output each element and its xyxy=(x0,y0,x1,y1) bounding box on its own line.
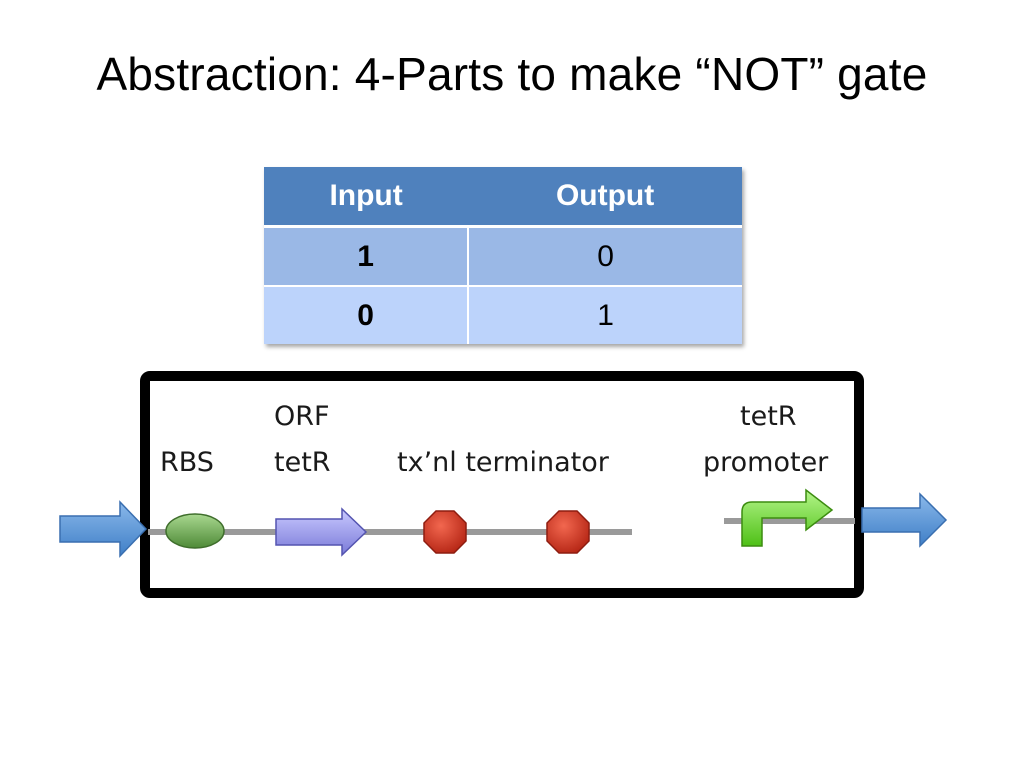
orf-gene-label: tetR xyxy=(274,447,331,478)
input-arrow-icon xyxy=(59,500,148,558)
orf-label: ORF xyxy=(274,401,330,432)
input-cell: 0 xyxy=(264,285,470,344)
table-header-row: Input Output xyxy=(264,167,742,228)
output-cell: 1 xyxy=(468,285,742,344)
promoter-arrow-icon xyxy=(741,488,834,547)
rbs-label: RBS xyxy=(160,447,214,478)
table-row: 0 1 xyxy=(264,285,742,344)
slide-title: Abstraction: 4-Parts to make “NOT” gate xyxy=(96,48,928,100)
output-cell: 0 xyxy=(468,226,742,286)
header-output: Output xyxy=(468,167,742,228)
orf-arrow-icon xyxy=(275,507,368,557)
header-input: Input xyxy=(264,167,469,228)
output-arrow-icon xyxy=(861,492,948,548)
terminator-icon xyxy=(546,510,590,554)
rbs-icon xyxy=(165,513,225,549)
terminator-icon xyxy=(423,510,467,554)
input-cell: 1 xyxy=(264,226,470,286)
promoter-label: promoter xyxy=(703,447,829,478)
terminator-label: tx’nl terminator xyxy=(397,447,610,478)
truth-table: Input Output 1 0 0 1 xyxy=(264,167,742,344)
table-row: 1 0 xyxy=(264,226,742,286)
promoter-gene-label: tetR xyxy=(740,401,797,432)
